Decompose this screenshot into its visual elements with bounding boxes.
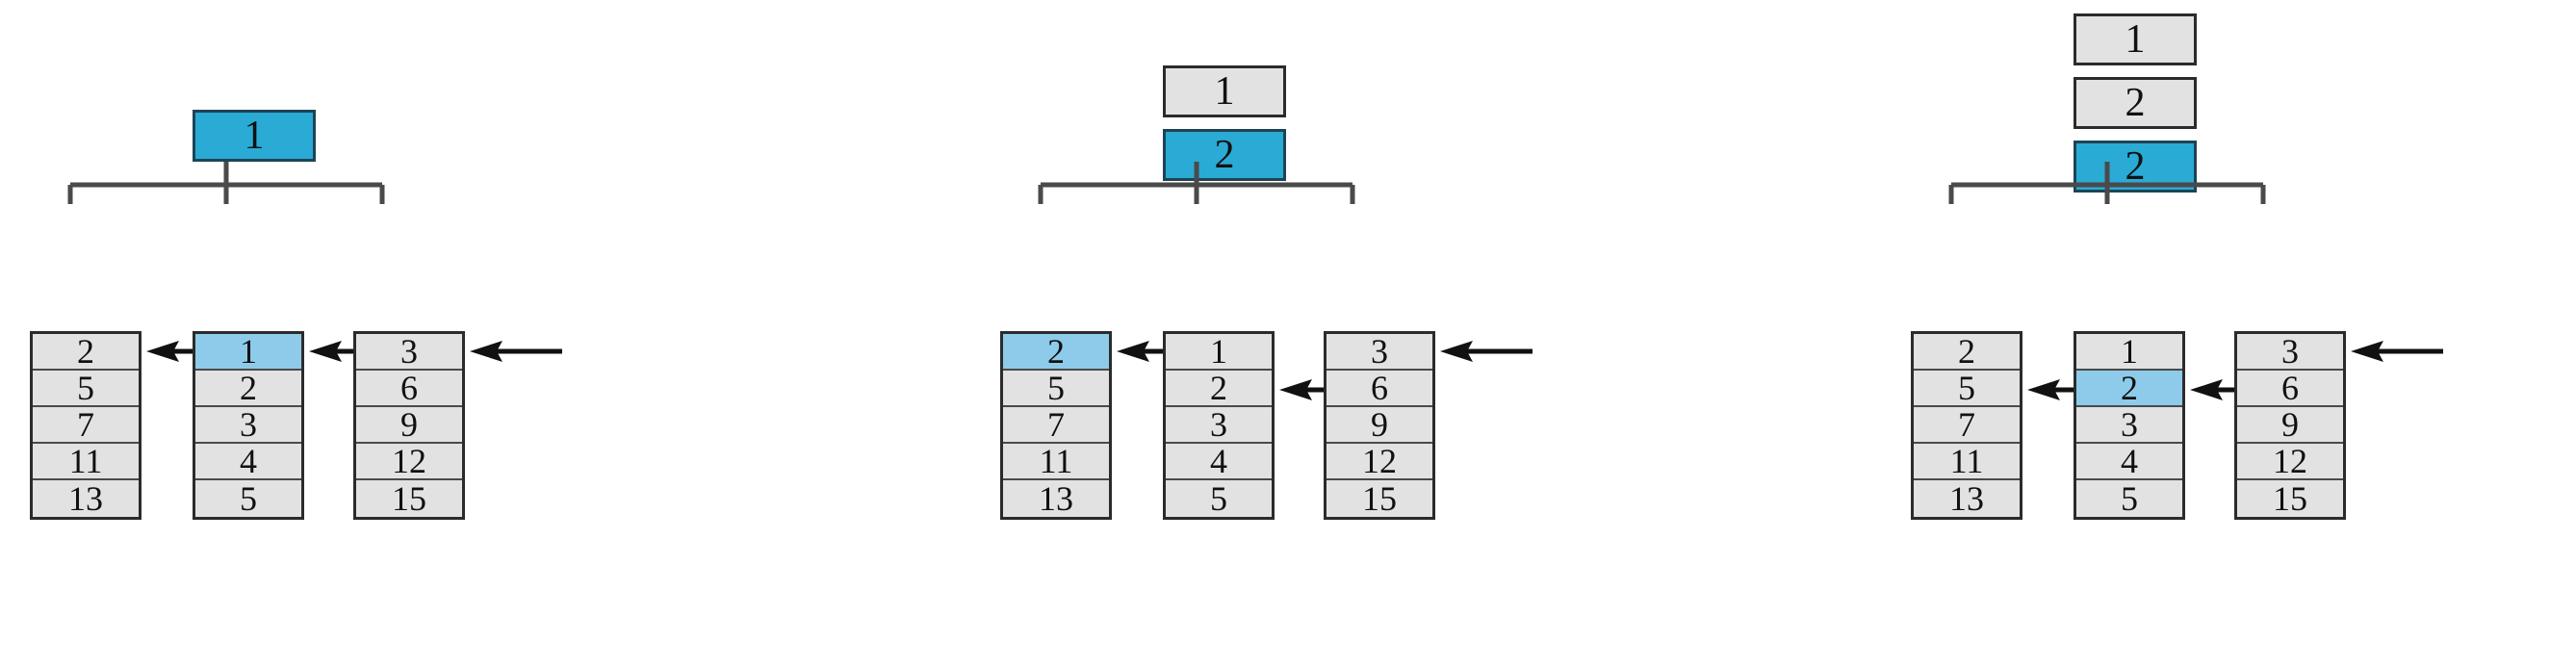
stage-2-output-stack: 1 2 bbox=[1163, 65, 1286, 181]
cell: 15 bbox=[1327, 480, 1432, 517]
cell: 6 bbox=[356, 371, 462, 407]
stage-3-run-c-column: 3 6 9 12 15 bbox=[2234, 331, 2346, 520]
cell: 12 bbox=[356, 444, 462, 480]
stage-3-panel: 1 2 2 2 5 7 11 13 1 2 3 4 bbox=[1665, 0, 2576, 668]
cell: 5 bbox=[1914, 371, 2020, 407]
cell: 6 bbox=[2237, 371, 2343, 407]
cell: 5 bbox=[1003, 371, 1109, 407]
cell: 11 bbox=[1003, 444, 1109, 480]
cell: 7 bbox=[1003, 407, 1109, 444]
cell: 13 bbox=[1003, 480, 1109, 517]
stage-1-run-a-column: 2 5 7 11 13 bbox=[30, 331, 142, 520]
cell: 4 bbox=[1166, 444, 1272, 480]
output-box-done: 1 bbox=[1163, 65, 1286, 117]
cell: 9 bbox=[1327, 407, 1432, 444]
stage-2-run-b-column: 1 2 3 4 5 bbox=[1163, 331, 1275, 520]
stage-3-run-c-pointer-arrow bbox=[2351, 339, 2443, 364]
cell-highlighted: 1 bbox=[195, 334, 301, 371]
cell: 3 bbox=[2076, 407, 2182, 444]
cell: 13 bbox=[33, 480, 139, 517]
cell: 9 bbox=[2237, 407, 2343, 444]
cell: 4 bbox=[195, 444, 301, 480]
stage-2-run-a-column: 2 5 7 11 13 bbox=[1000, 331, 1112, 520]
cell: 2 bbox=[33, 334, 139, 371]
cell: 6 bbox=[1327, 371, 1432, 407]
cell: 12 bbox=[2237, 444, 2343, 480]
cell: 3 bbox=[356, 334, 462, 371]
output-box-current: 1 bbox=[193, 110, 316, 162]
cell-highlighted: 2 bbox=[2076, 371, 2182, 407]
cell: 2 bbox=[195, 371, 301, 407]
cell: 2 bbox=[1914, 334, 2020, 371]
output-box-current: 2 bbox=[2074, 141, 2197, 193]
cell: 15 bbox=[356, 480, 462, 517]
stage-3-run-b-column: 1 2 3 4 5 bbox=[2074, 331, 2185, 520]
stage-1-run-c-pointer-arrow bbox=[470, 339, 562, 364]
output-box-done: 2 bbox=[2074, 77, 2197, 129]
stage-3-run-a-column: 2 5 7 11 13 bbox=[1911, 331, 2022, 520]
cell-highlighted: 2 bbox=[1003, 334, 1109, 371]
stage-3-output-stack: 1 2 2 bbox=[2074, 13, 2197, 193]
output-box-current: 2 bbox=[1163, 129, 1286, 181]
cell: 13 bbox=[1914, 480, 2020, 517]
stage-2-run-c-pointer-arrow bbox=[1440, 339, 1533, 364]
cell: 3 bbox=[195, 407, 301, 444]
stage-1-tree-connector bbox=[58, 162, 395, 219]
cell: 7 bbox=[33, 407, 139, 444]
cell: 1 bbox=[2076, 334, 2182, 371]
stage-2-panel: 1 2 2 5 7 11 13 1 2 3 4 5 bbox=[828, 0, 1665, 668]
cell: 15 bbox=[2237, 480, 2343, 517]
cell: 7 bbox=[1914, 407, 2020, 444]
cell: 5 bbox=[1166, 480, 1272, 517]
cell: 12 bbox=[1327, 444, 1432, 480]
cell: 5 bbox=[195, 480, 301, 517]
stage-1-run-b-column: 1 2 3 4 5 bbox=[193, 331, 304, 520]
cell: 3 bbox=[1327, 334, 1432, 371]
cell: 1 bbox=[1166, 334, 1272, 371]
cell: 5 bbox=[33, 371, 139, 407]
cell: 4 bbox=[2076, 444, 2182, 480]
cell: 3 bbox=[2237, 334, 2343, 371]
cell: 3 bbox=[1166, 407, 1272, 444]
cell: 2 bbox=[1166, 371, 1272, 407]
cell: 11 bbox=[1914, 444, 2020, 480]
stage-1-panel: 1 2 5 7 11 13 1 2 3 4 5 bbox=[0, 0, 828, 668]
stage-2-run-c-column: 3 6 9 12 15 bbox=[1324, 331, 1435, 520]
cell: 9 bbox=[356, 407, 462, 444]
stage-1-output-stack: 1 bbox=[193, 110, 316, 162]
cell: 5 bbox=[2076, 480, 2182, 517]
cell: 11 bbox=[33, 444, 139, 480]
output-box-done: 1 bbox=[2074, 13, 2197, 65]
stage-1-run-c-column: 3 6 9 12 15 bbox=[353, 331, 465, 520]
